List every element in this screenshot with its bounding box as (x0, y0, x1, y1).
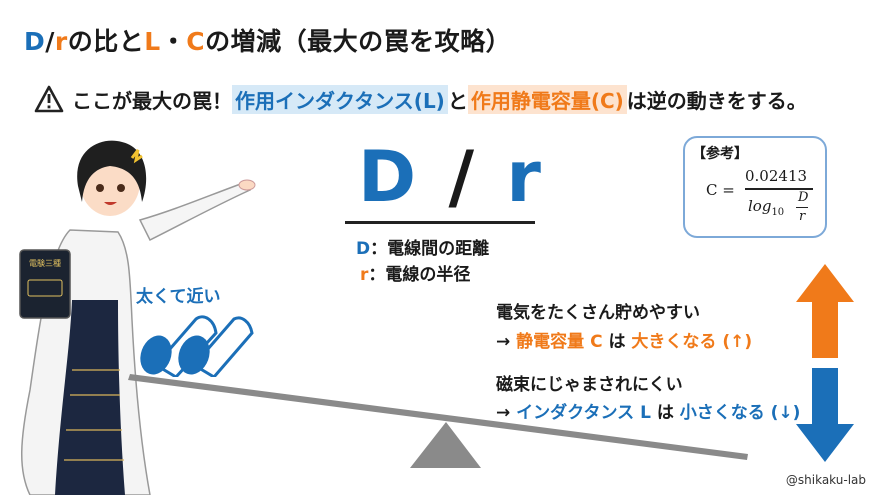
conductor-right (178, 316, 254, 377)
formula-inner-den: r (799, 209, 806, 224)
credit-label: @shikaku-lab (785, 473, 866, 487)
page-title: D/rの比とL・Cの増減（最大の罠を攻略） (24, 27, 512, 56)
seesaw-beam (128, 374, 748, 460)
formula-lhs: C = (706, 181, 735, 199)
seesaw-fulcrum (410, 422, 481, 468)
teacher-illustration: 電験三種 (19, 140, 256, 495)
warning-triangle-icon (34, 85, 64, 113)
capacitance-line1: 電気をたくさん貯めやすい (496, 303, 700, 323)
warning-banner: ここが最大の罠！ 作用インダクタンス(L) と 作用静電容量(C) は逆の動きを… (34, 82, 807, 116)
capacitance-line2: → 静電容量 C は 大きくなる (↑) (496, 332, 753, 352)
ratio-heading: D / r (358, 136, 545, 218)
inductance-line1: 磁束にじゃまされにくい (496, 375, 683, 395)
definition-r: r：電線の半径 (360, 265, 471, 285)
formula-denominator: log10 (748, 197, 785, 218)
reference-box (683, 136, 827, 238)
formula-inner-num: D (798, 190, 809, 205)
arrow-down-icon (796, 368, 854, 462)
formula-numerator: 0.02413 (745, 167, 808, 185)
inductance-highlight: 作用インダクタンス(L) (232, 84, 448, 114)
formula-bar (745, 188, 813, 190)
inductance-line2: → インダクタンス L は 小さくなる (↓) (496, 403, 801, 423)
reference-title: 【参考】 (692, 146, 748, 162)
arrow-up-icon (796, 264, 854, 358)
definition-d: D：電線間の距離 (356, 239, 490, 259)
fraction-bar (345, 221, 535, 224)
formula-inner-bar (796, 207, 808, 209)
seesaw (128, 374, 748, 468)
book-label: 電験三種 (29, 258, 61, 268)
capacitance-highlight: 作用静電容量(C) (467, 84, 627, 114)
conductor-pair-icon (140, 315, 254, 377)
thick-close-label: 太くて近い (136, 287, 221, 307)
